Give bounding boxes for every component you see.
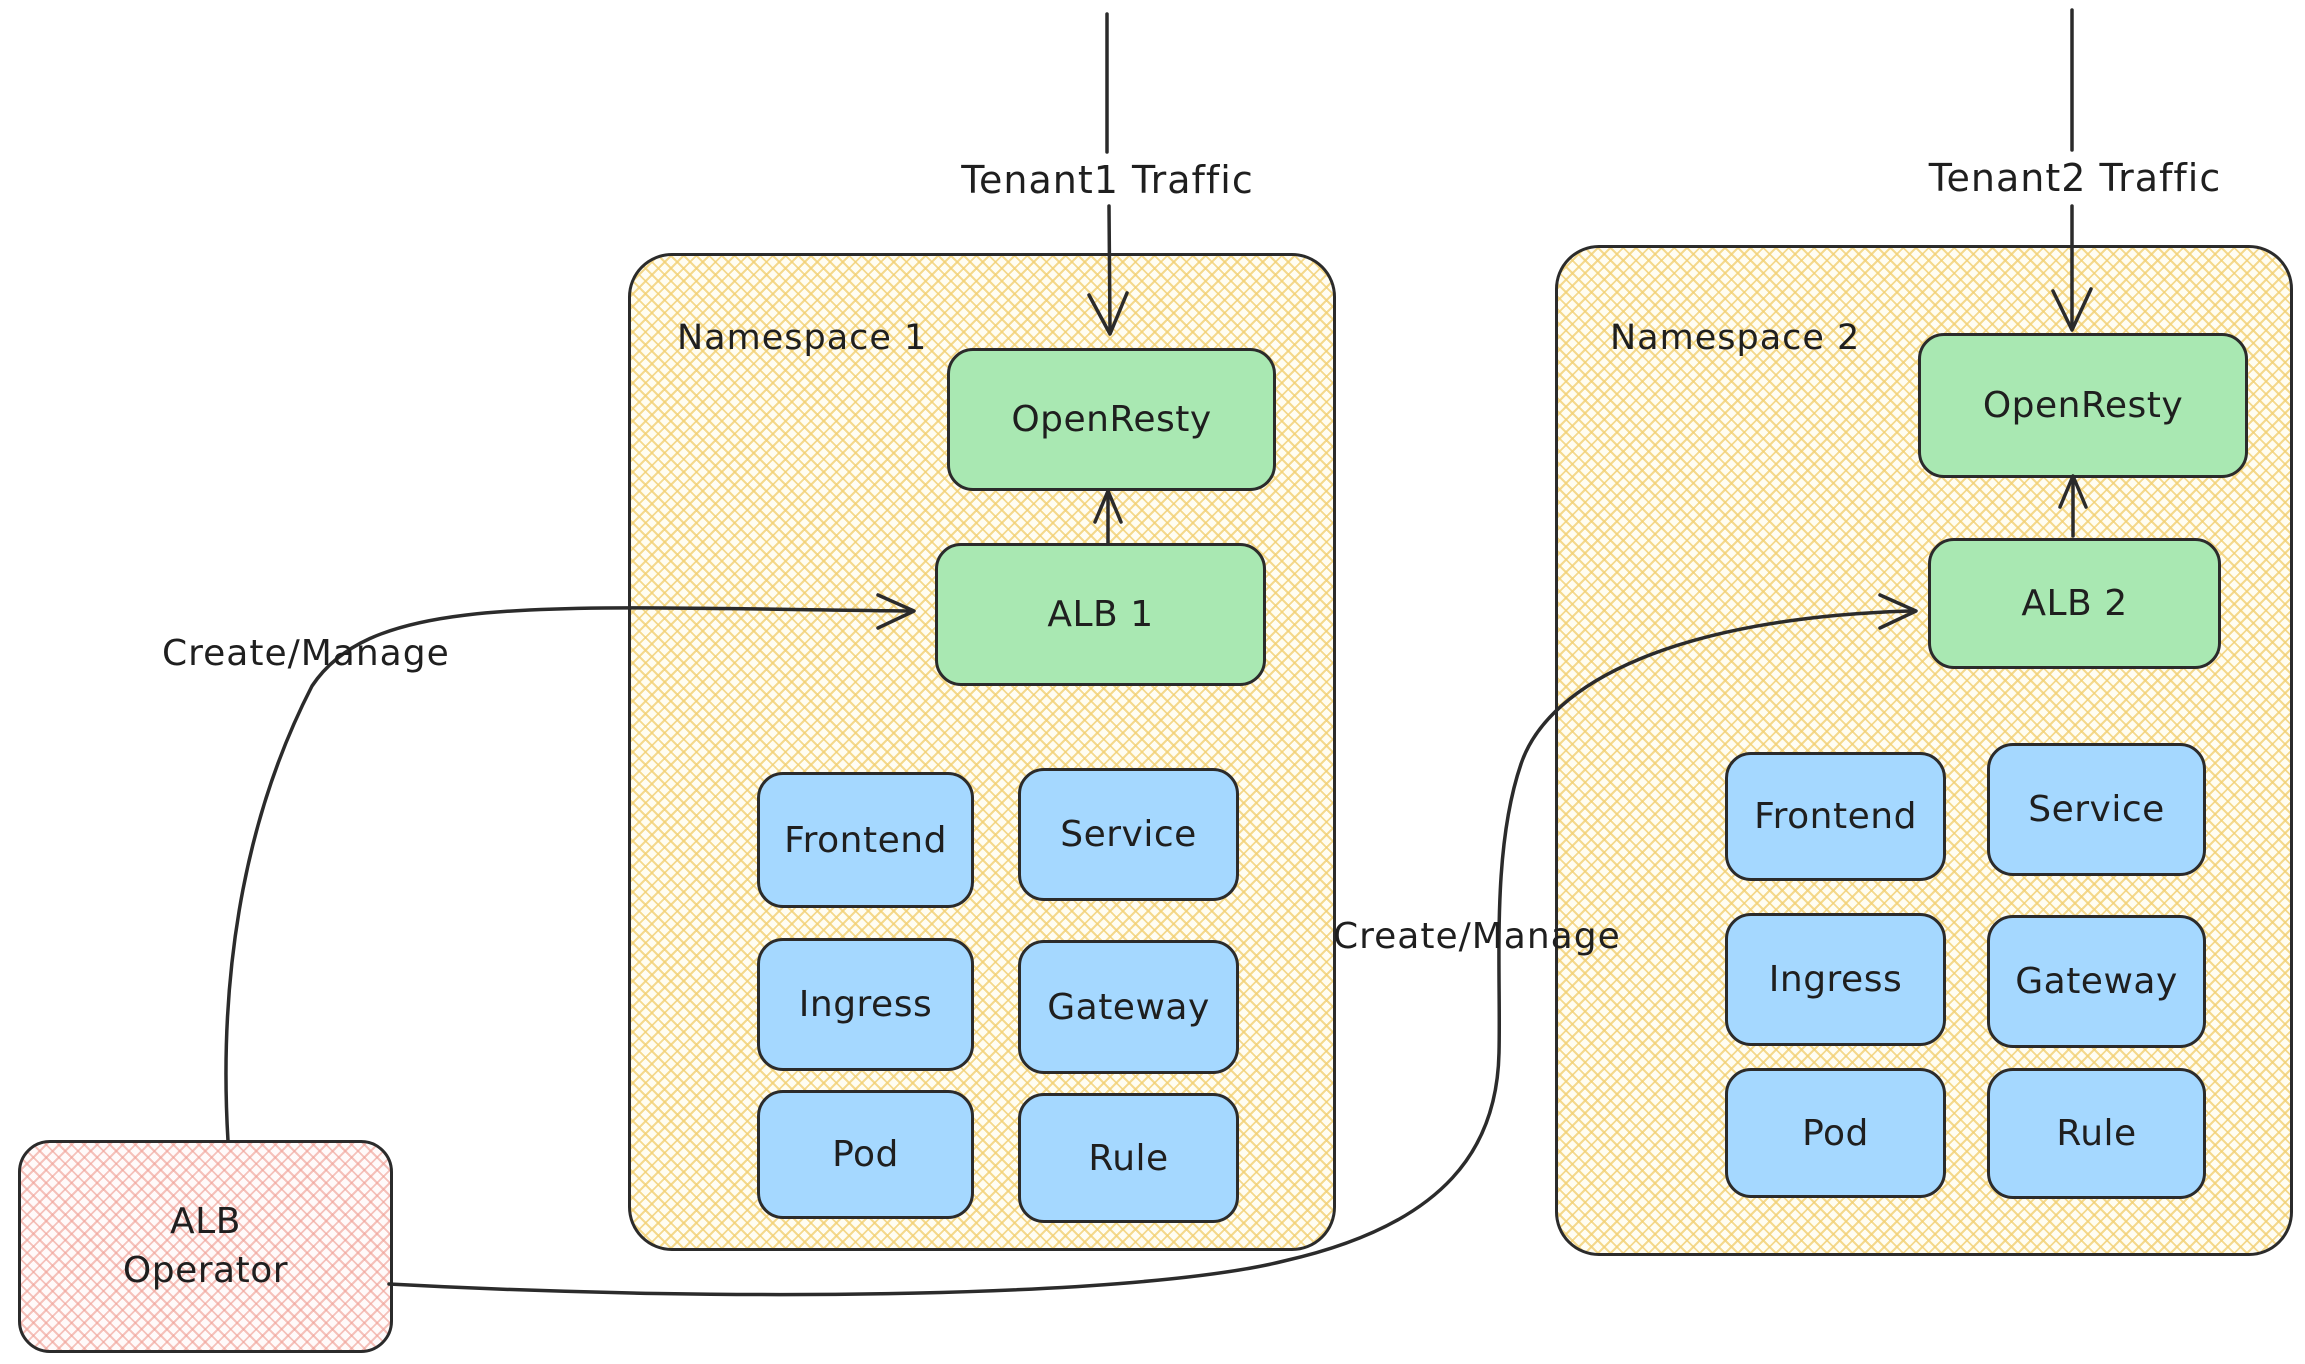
namespace-1-service-node: Service [1018, 768, 1239, 901]
namespace-1-frontend-node: Frontend [757, 772, 974, 908]
namespace-1-openresty-node: OpenResty [947, 348, 1276, 491]
namespace-1-pod-node: Pod [757, 1090, 974, 1219]
namespace-2-title: Namespace 2 [1610, 318, 1861, 358]
namespace-1-alb-node: ALB 1 [935, 543, 1266, 686]
namespace-1-title: Namespace 1 [677, 318, 928, 358]
namespace-2-service-node: Service [1987, 743, 2206, 876]
namespace-1-gateway-node: Gateway [1018, 940, 1239, 1074]
namespace-2-rule-node: Rule [1987, 1068, 2206, 1199]
create-manage-label-right: Create/Manage [1333, 916, 1621, 957]
namespace-2-alb-node: ALB 2 [1928, 538, 2221, 669]
namespace-2-pod-node: Pod [1725, 1068, 1946, 1198]
namespace-2-frontend-node: Frontend [1725, 752, 1946, 881]
create-manage-label-left: Create/Manage [162, 633, 450, 674]
alb-operator-node: ALB Operator [18, 1140, 393, 1353]
namespace-2-ingress-node: Ingress [1725, 913, 1946, 1046]
namespace-1-rule-node: Rule [1018, 1093, 1239, 1223]
alb-operator-label-line1: ALB [170, 1200, 241, 1242]
alb-operator-label-line2: Operator [122, 1249, 289, 1291]
tenant1-traffic-label: Tenant1 Traffic [961, 158, 1254, 202]
namespace-1-ingress-node: Ingress [757, 938, 974, 1071]
namespace-2-gateway-node: Gateway [1987, 915, 2206, 1048]
namespace-2-openresty-node: OpenResty [1918, 333, 2248, 478]
tenant2-traffic-label: Tenant2 Traffic [1928, 156, 2222, 200]
